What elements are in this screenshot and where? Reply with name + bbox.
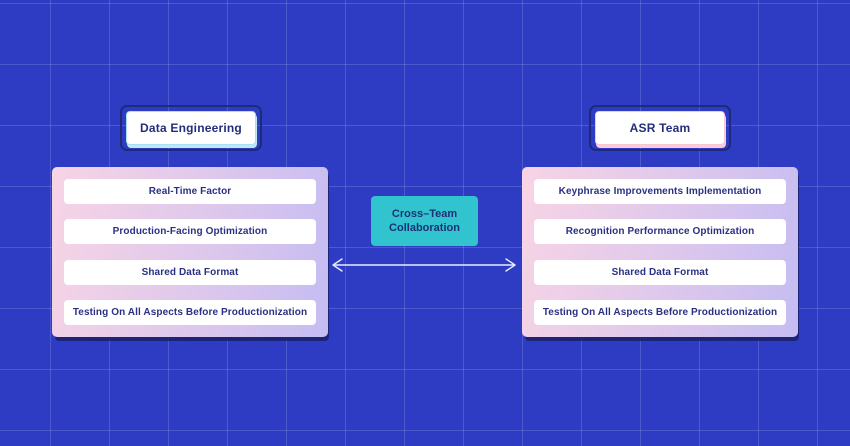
panel-data-engineering: Real-Time Factor Production-Facing Optim… [52, 167, 328, 337]
double-arrow-icon [328, 256, 520, 274]
team-header-asr-team: ASR Team [589, 105, 731, 151]
task-item: Shared Data Format [64, 259, 316, 285]
task-item: Shared Data Format [534, 259, 786, 285]
panel-asr-team: Keyphrase Improvements Implementation Re… [522, 167, 798, 337]
collaboration-box: Cross–Team Collaboration [371, 196, 478, 246]
task-item: Real-Time Factor [64, 179, 316, 204]
team-header-asr-team-label: ASR Team [595, 111, 725, 145]
team-header-data-engineering-label: Data Engineering [126, 111, 256, 145]
task-item: Testing On All Aspects Before Production… [534, 299, 786, 325]
task-item: Testing On All Aspects Before Production… [64, 299, 316, 325]
task-item: Recognition Performance Optimization [534, 219, 786, 245]
task-item: Keyphrase Improvements Implementation [534, 179, 786, 204]
task-item: Production-Facing Optimization [64, 219, 316, 245]
team-header-data-engineering: Data Engineering [120, 105, 262, 151]
